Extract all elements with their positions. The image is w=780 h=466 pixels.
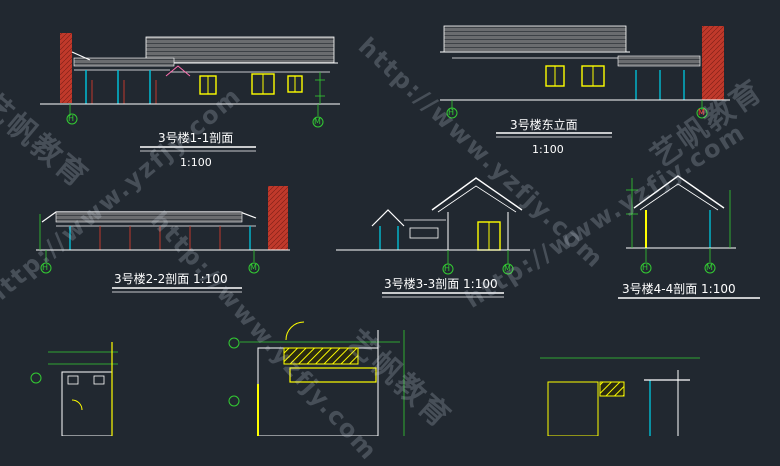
section-2-2-drawing <box>36 186 290 293</box>
grid-marker-m2: M <box>698 108 705 117</box>
grid-marker-h3: H <box>42 263 49 272</box>
east-roof-tiles <box>443 25 627 53</box>
brick-wall-left <box>60 33 72 103</box>
scale-east-elevation: 1:100 <box>532 143 564 156</box>
main-roof-tiles <box>145 36 335 64</box>
title-section-3-3: 3号楼3-3剖面 1:100 <box>384 277 498 291</box>
grid-bubbles <box>30 107 716 407</box>
brick-wall-right <box>702 26 724 100</box>
grid-marker-m5: M <box>706 263 713 272</box>
east-corridor-roof <box>617 55 701 67</box>
scale-section-1-1: 1:100 <box>180 156 212 169</box>
title-section-4-4: 3号楼4-4剖面 1:100 <box>622 282 736 296</box>
cad-drawing-canvas <box>30 25 760 436</box>
grid-marker-m1: M <box>314 117 321 126</box>
grid-marker-h1: H <box>68 114 75 123</box>
grid-marker-h4: H <box>444 264 451 273</box>
grid-marker-m3: M <box>250 263 257 272</box>
section-1-1-drawing <box>40 33 340 152</box>
grid-marker-m4: M <box>504 264 511 273</box>
east-elevation-drawing <box>440 25 730 138</box>
hatched-bench <box>283 347 359 365</box>
bottom-detail-plans <box>48 321 700 436</box>
section-2-2-brick-wall <box>268 186 288 250</box>
title-section-2-2: 3号楼2-2剖面 1:100 <box>114 272 228 286</box>
section-4-4-drawing <box>618 175 760 299</box>
title-east-elevation: 3号楼东立面 <box>510 118 578 132</box>
grid-marker-h5: H <box>642 263 649 272</box>
corridor-roof <box>73 57 175 67</box>
title-section-1-1: 3号楼1-1剖面 <box>158 131 234 145</box>
grid-marker-h2: H <box>448 108 455 117</box>
section-3-3-drawing <box>336 177 530 298</box>
section-3-3-window <box>409 227 439 239</box>
section-2-2-roof <box>55 211 243 223</box>
